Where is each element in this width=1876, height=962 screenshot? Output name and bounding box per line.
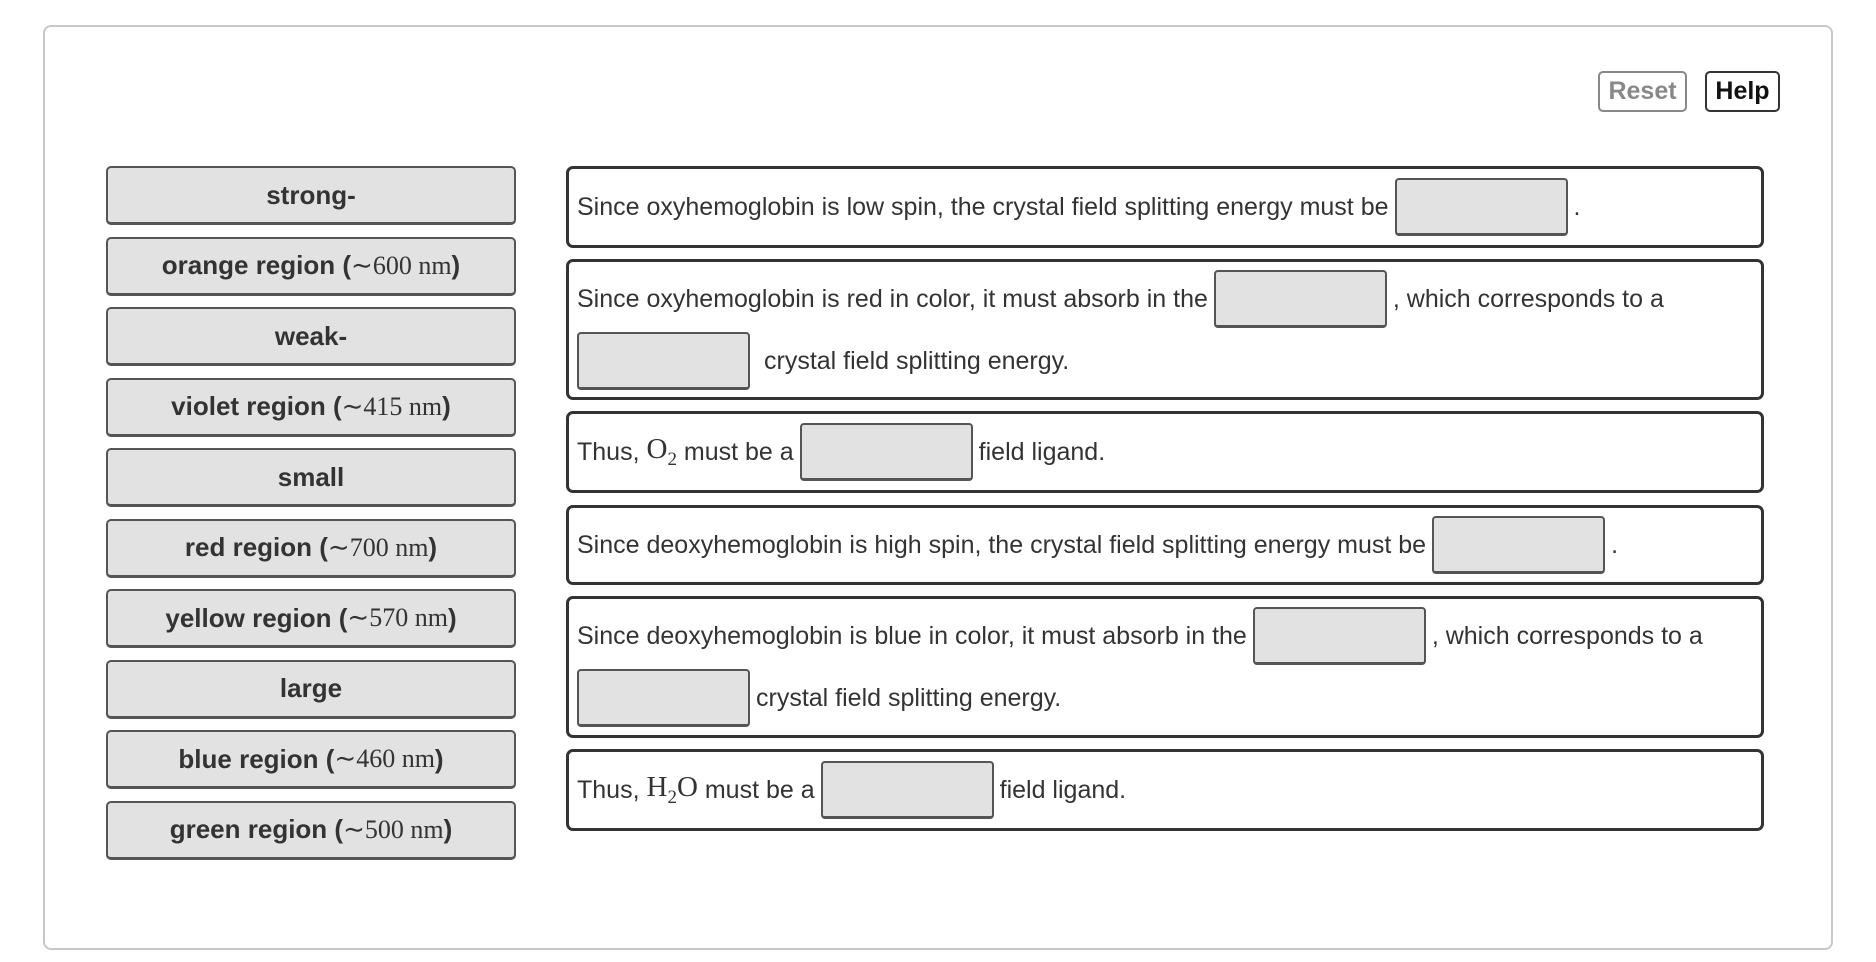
- statement-text: crystal field splitting energy.: [764, 346, 1070, 375]
- tile-math: ∼500 nm: [343, 814, 444, 844]
- tile-label: large: [279, 673, 343, 703]
- tile-label: red region (: [184, 532, 328, 562]
- statement-text: .: [1573, 192, 1581, 221]
- statement-5: Since deoxyhemoglobin is blue in color, …: [566, 596, 1764, 738]
- drop-target[interactable]: [1252, 607, 1426, 665]
- statement-text: field ligand.: [999, 775, 1127, 804]
- tile-label: weak-: [274, 320, 348, 351]
- answer-tile[interactable]: red region (∼700 nm): [106, 518, 516, 578]
- tile-label: yellow region (: [165, 602, 348, 633]
- answer-tile[interactable]: weak-: [106, 307, 516, 366]
- statement-text: Since deoxyhemoglobin is blue in color, …: [577, 621, 1247, 650]
- drop-target[interactable]: [799, 423, 973, 481]
- statement-text: , which corresponds to a: [1392, 284, 1664, 313]
- statement-6: Thus, H2O must be a field ligand.: [566, 749, 1764, 831]
- tile-label: ): [447, 602, 457, 633]
- tile-math: ∼700 nm: [327, 532, 429, 562]
- reset-button[interactable]: Reset: [1598, 71, 1687, 112]
- tile-label: violet region (: [171, 391, 342, 421]
- statement-text: Since deoxyhemoglobin is high spin, the …: [577, 530, 1427, 559]
- drop-target[interactable]: [577, 669, 750, 727]
- help-button[interactable]: Help: [1705, 71, 1780, 112]
- drop-target[interactable]: [577, 332, 750, 390]
- tile-math: ∼570 nm: [347, 603, 448, 632]
- statement-text: crystal field splitting energy.: [756, 683, 1062, 712]
- answer-tile[interactable]: large: [106, 659, 516, 719]
- tile-label: orange region (: [161, 250, 352, 280]
- statement-3: Thus, O2 must be a field ligand.: [566, 411, 1764, 493]
- statement-text: must be a: [697, 775, 815, 804]
- answer-tile[interactable]: orange region (∼600 nm): [106, 236, 516, 296]
- tile-label: ): [451, 250, 461, 280]
- statement-2: Since oxyhemoglobin is red in color, it …: [566, 259, 1764, 400]
- statement-4: Since deoxyhemoglobin is high spin, the …: [566, 505, 1764, 585]
- answer-tile[interactable]: small: [106, 448, 516, 507]
- statement-text: Thus,: [577, 775, 647, 804]
- drop-target[interactable]: [1394, 178, 1568, 236]
- statement-text: Since oxyhemoglobin is red in color, it …: [577, 284, 1208, 313]
- tile-label: strong-: [266, 179, 356, 210]
- tile-label: ): [443, 814, 453, 844]
- tile-label: ): [428, 532, 438, 562]
- answer-tile[interactable]: strong-: [106, 166, 516, 225]
- formula-h2o: H2O: [646, 771, 698, 808]
- statement-text: field ligand.: [978, 437, 1106, 466]
- answer-tile[interactable]: green region (∼500 nm): [106, 800, 516, 860]
- tile-label: blue region (: [178, 743, 335, 774]
- tile-math: ∼600 nm: [351, 250, 452, 280]
- statement-text: , which corresponds to a: [1431, 621, 1703, 650]
- statement-text: must be a: [676, 437, 794, 466]
- answer-tile[interactable]: yellow region (∼570 nm): [106, 589, 516, 648]
- tile-math: ∼415 nm: [341, 391, 443, 421]
- answer-tile[interactable]: blue region (∼460 nm): [106, 730, 516, 789]
- statement-text: .: [1611, 530, 1619, 559]
- tile-label: small: [277, 461, 345, 492]
- answer-tile[interactable]: violet region (∼415 nm): [106, 377, 516, 437]
- tile-label: green region (: [169, 814, 344, 844]
- drop-target[interactable]: [1432, 516, 1606, 574]
- formula-o2: O2: [646, 433, 677, 470]
- statement-text: Since oxyhemoglobin is low spin, the cry…: [577, 192, 1389, 221]
- statement-1: Since oxyhemoglobin is low spin, the cry…: [566, 166, 1764, 248]
- tile-label: ): [434, 743, 444, 774]
- tile-label: ): [442, 391, 451, 421]
- drop-target[interactable]: [1213, 270, 1387, 328]
- statement-text: Thus,: [577, 437, 647, 466]
- question-panel: [43, 25, 1833, 950]
- tile-math: ∼460 nm: [334, 744, 435, 773]
- drop-target[interactable]: [820, 761, 994, 819]
